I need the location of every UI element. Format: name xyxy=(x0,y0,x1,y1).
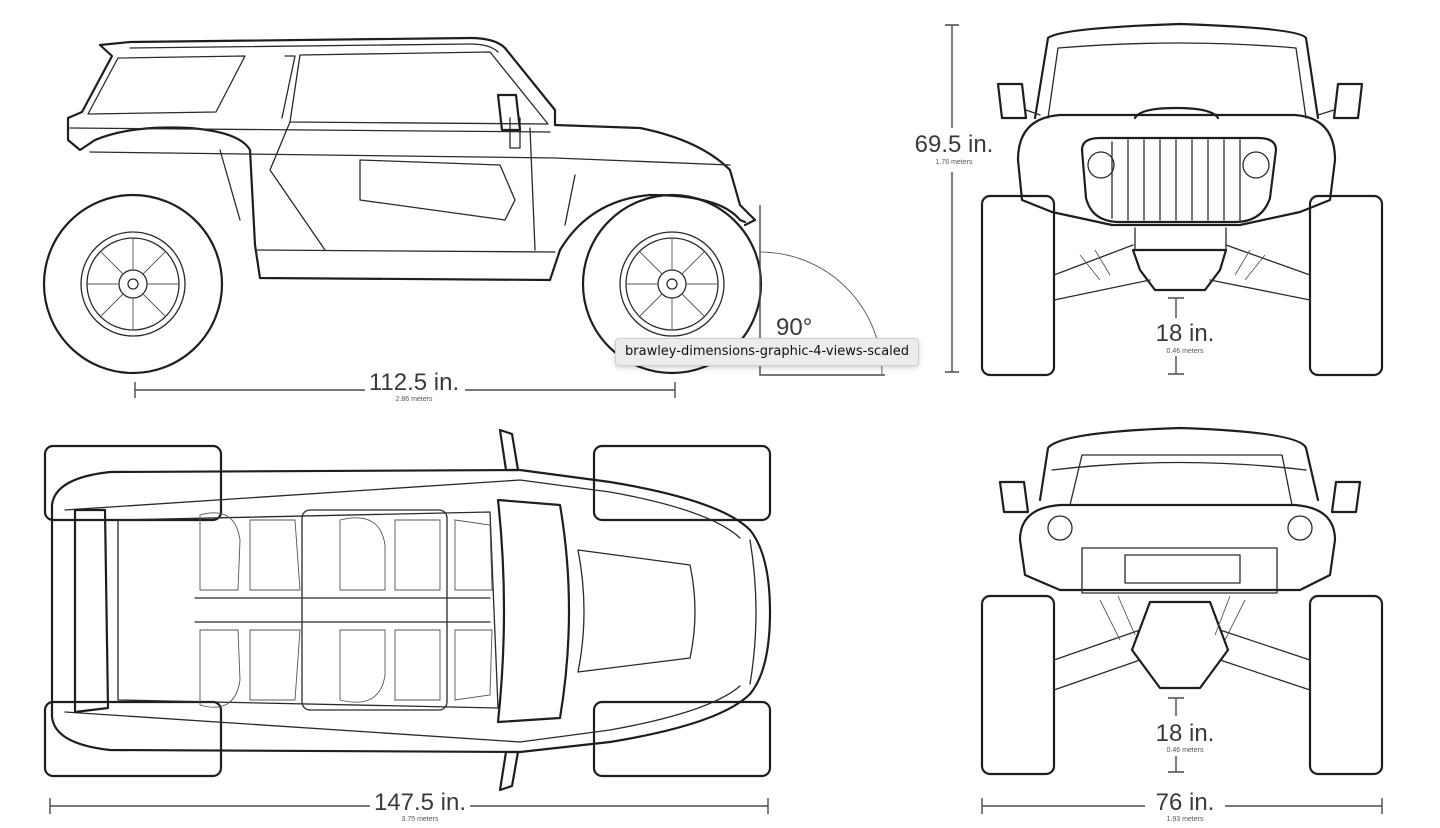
width-metric-label: 1.93 meters xyxy=(1167,816,1204,823)
length-dimension: 147.5 in. 3.75 meters xyxy=(49,789,769,823)
wheelbase-metric-label: 2.86 meters xyxy=(396,396,433,403)
length-metric-label: 3.75 meters xyxy=(402,816,439,823)
approach-angle-label: 90° xyxy=(776,314,812,341)
width-label: 76 in. xyxy=(1156,789,1215,816)
rear-view: 18 in. 0.46 meters xyxy=(980,426,1384,776)
height-metric-label: 1.76 meters xyxy=(936,159,973,166)
front-view: 18 in. 0.46 meters xyxy=(980,22,1384,377)
filename-tooltip: brawley-dimensions-graphic-4-views-scale… xyxy=(615,338,920,366)
width-dimension: 76 in. 1.93 meters xyxy=(981,789,1383,823)
front-clearance-metric-label: 0.46 meters xyxy=(1167,348,1204,355)
top-view xyxy=(43,428,772,792)
wheelbase-dimension: 112.5 in. 2.86 meters xyxy=(134,369,676,403)
side-view: 90° xyxy=(42,36,885,376)
rear-clearance-label: 18 in. xyxy=(1156,720,1215,747)
height-dimension: 69.5 in. 1.76 meters xyxy=(915,24,994,373)
wheelbase-label: 112.5 in. xyxy=(369,369,459,396)
rear-clearance-metric-label: 0.46 meters xyxy=(1167,747,1204,754)
length-label: 147.5 in. xyxy=(374,789,466,816)
front-clearance-label: 18 in. xyxy=(1156,320,1215,347)
height-label: 69.5 in. xyxy=(915,131,994,158)
